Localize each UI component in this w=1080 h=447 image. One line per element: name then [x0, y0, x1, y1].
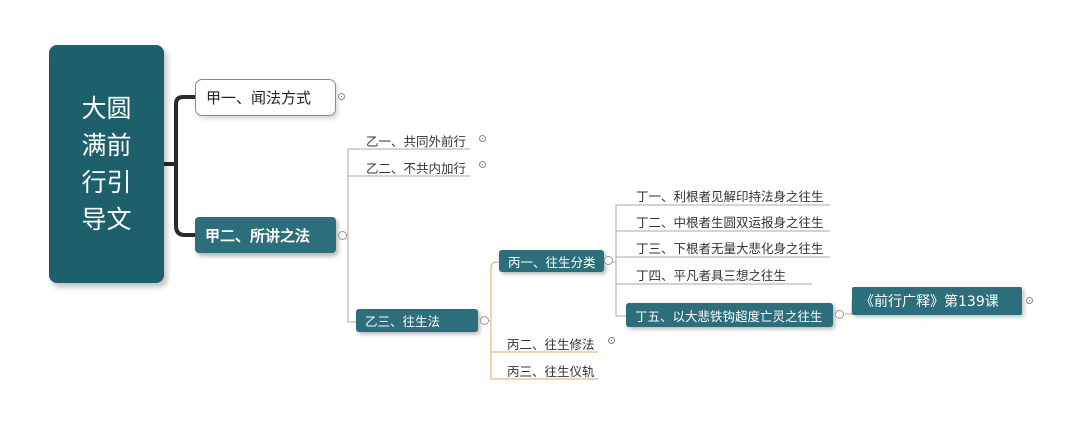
node-yi1-label: 乙一、共同外前行 [366, 134, 467, 149]
node-yi3-label: 乙三、往生法 [365, 314, 441, 329]
joint-circle-icon[interactable] [604, 256, 613, 265]
node-ding1-label: 丁一、利根者见解印持法身之往生 [636, 189, 824, 204]
node-yi1[interactable]: 乙一、共同外前行 [366, 131, 466, 150]
node-bing3-label: 丙三、往生仪轨 [507, 364, 595, 379]
link-root-jia2 [164, 162, 195, 237]
node-bing1[interactable]: 丙一、往生分类 [499, 250, 604, 272]
link-root-jia1 [164, 95, 195, 166]
plus-circle-icon[interactable] [479, 161, 486, 168]
joint-circle-icon[interactable] [480, 316, 489, 325]
plus-circle-icon[interactable] [1026, 297, 1033, 304]
node-ding2-label: 丁二、中根者生圆双运报身之往生 [636, 215, 824, 230]
node-yi2[interactable]: 乙二、不共内加行 [366, 158, 466, 177]
node-yi3[interactable]: 乙三、往生法 [356, 309, 478, 332]
node-ding5[interactable]: 丁五、以大悲铁钩超度亡灵之往生 [626, 303, 833, 327]
node-jia1-label: 甲一、闻法方式 [206, 89, 312, 107]
node-jia1[interactable]: 甲一、闻法方式 [195, 79, 336, 116]
link-yi1 [347, 148, 470, 151]
plus-circle-icon[interactable] [608, 337, 615, 344]
node-jia2-label: 甲二、所讲之法 [205, 226, 311, 245]
node-book-label: 《前行广释》第139课 [860, 294, 999, 310]
link-yi3-bing [488, 261, 598, 380]
node-ding1[interactable]: 丁一、利根者见解印持法身之往生 [636, 186, 824, 205]
node-book[interactable]: 《前行广释》第139课 [852, 287, 1022, 315]
link-bing1-ding [606, 204, 830, 317]
joint-circle-icon[interactable] [338, 231, 347, 240]
plus-circle-icon[interactable] [338, 93, 345, 100]
node-ding3[interactable]: 丁三、下根者无量大悲化身之往生 [636, 238, 824, 257]
root-title: 大圆 满前 行引 导文 [81, 94, 132, 234]
node-bing1-label: 丙一、往生分类 [508, 254, 596, 270]
root-node[interactable]: 大圆 满前 行引 导文 [49, 45, 164, 283]
plus-circle-icon[interactable] [479, 135, 486, 142]
joint-circle-icon[interactable] [835, 310, 844, 319]
node-bing2[interactable]: 丙二、往生修法 [507, 334, 595, 353]
node-ding4-label: 丁四、平凡者具三想之往生 [636, 268, 787, 283]
node-yi2-label: 乙二、不共内加行 [366, 161, 467, 176]
node-ding4[interactable]: 丁四、平凡者具三想之往生 [636, 265, 786, 284]
node-bing3[interactable]: 丙三、往生仪轨 [507, 361, 595, 380]
node-jia2[interactable]: 甲二、所讲之法 [195, 217, 336, 253]
node-ding2[interactable]: 丁二、中根者生圆双运报身之往生 [636, 212, 824, 231]
link-ding5-book [845, 301, 853, 315]
node-ding5-label: 丁五、以大悲铁钩超度亡灵之往生 [635, 308, 823, 324]
node-ding3-label: 丁三、下根者无量大悲化身之往生 [636, 241, 824, 256]
node-bing2-label: 丙二、往生修法 [507, 337, 595, 352]
